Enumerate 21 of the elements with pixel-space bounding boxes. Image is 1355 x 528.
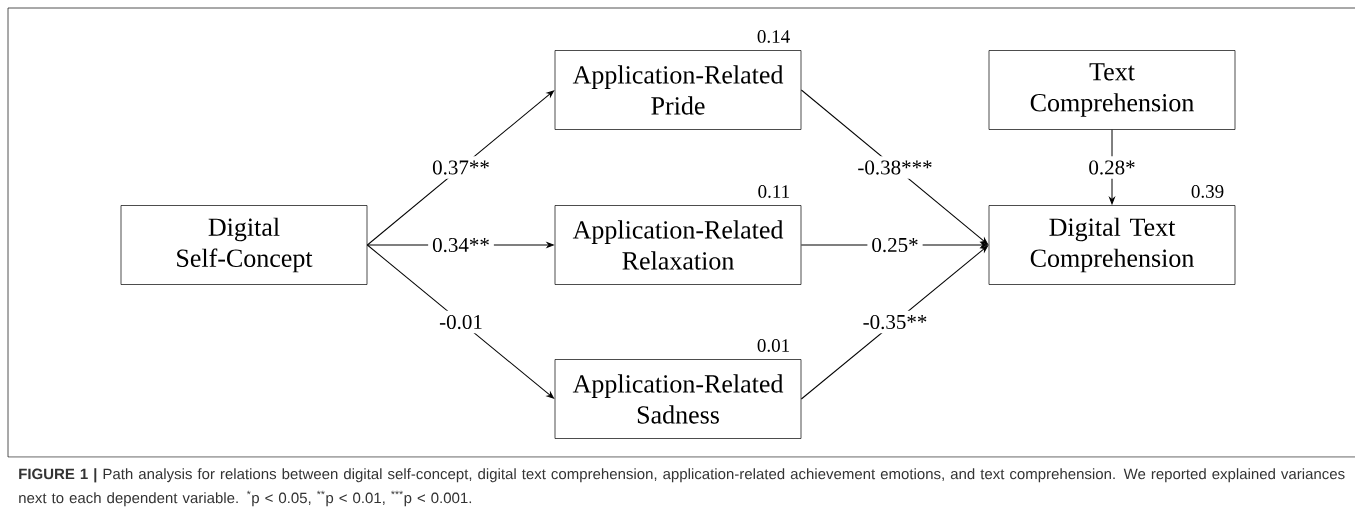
edge-label: 0.28* [1084, 156, 1140, 179]
variance-label: 0.11 [758, 185, 789, 198]
edge-label: 0.34** [428, 233, 494, 257]
variance-label: 0.14 [757, 30, 790, 43]
arrow [366, 244, 555, 399]
arrow [366, 90, 555, 246]
arrow [800, 245, 989, 400]
edge-label: 0.37** [428, 156, 494, 179]
edge-label: 0.25* [867, 233, 923, 257]
variance-label: 0.39 [1191, 185, 1224, 198]
variable-box: Application-Related Relaxation [554, 205, 802, 285]
edge-label: -0.01 [435, 310, 487, 334]
variance-label: 0.01 [757, 339, 789, 352]
edge-label: -0.35** [858, 310, 932, 334]
variable-box: Digital Text Comprehension [988, 205, 1236, 285]
figure-caption: FIGURE 1 | Path analysis for relations between digital self-concept, digital text comprehension, application-related achievement emotions, and text comprehension. We reported explained variances next to each dependent variable. $^{*}$p < 0.05, $^{**}$p < 0.01, $^{***}$p < 0.001. [19, 468, 1345, 507]
edge-label: -0.38*** [853, 156, 937, 179]
variable-box: Digital Self-Concept [120, 205, 368, 285]
variable-box: Text Comprehension [988, 50, 1236, 130]
variable-box: Application-Related Pride [554, 50, 802, 130]
variable-box: Application-Related Sadness [554, 359, 802, 439]
